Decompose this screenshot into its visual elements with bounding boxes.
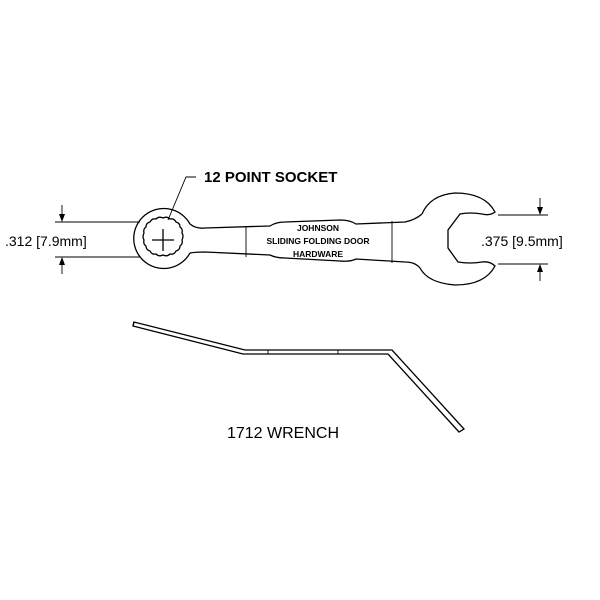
open-end-dimension-label: .375 [9.5mm] xyxy=(481,233,563,249)
engraving-line1: JOHNSON xyxy=(297,223,339,233)
wrench-handle xyxy=(189,213,423,269)
socket-dimension-label: .312 [7.9mm] xyxy=(5,233,87,249)
socket-end xyxy=(133,207,191,270)
open-end-jaw xyxy=(419,192,496,286)
engraving-line2: SLIDING FOLDING DOOR xyxy=(267,236,370,246)
twelve-point-socket xyxy=(142,216,184,257)
wrench-side-view xyxy=(132,321,466,433)
callout-leader xyxy=(167,176,196,221)
open-end-dimension: .375 [9.5mm] xyxy=(481,198,563,281)
callout-label: 12 POINT SOCKET xyxy=(204,169,337,186)
engraving-line3: HARDWARE xyxy=(293,249,343,259)
socket-dimension: .312 [7.9mm] xyxy=(5,205,140,274)
drawing-title: 1712 WRENCH xyxy=(227,425,339,442)
